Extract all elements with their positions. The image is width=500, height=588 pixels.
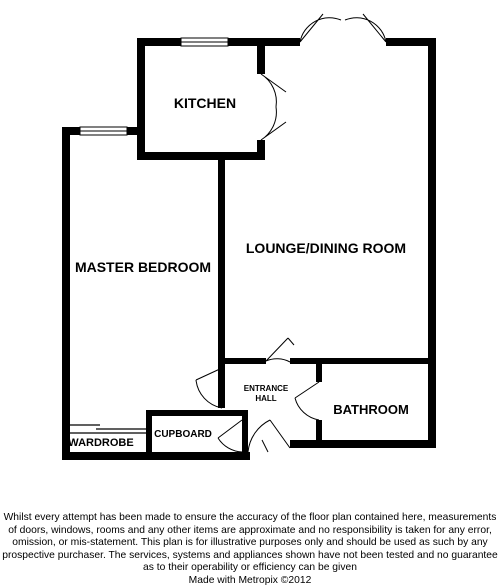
wall-bedroom-right [218, 160, 225, 408]
disclaimer-line: prospective purchaser. The services, sys… [2, 549, 498, 561]
kitchen-door-top [260, 73, 287, 108]
wall-bath-bottom-left [290, 440, 320, 448]
label-master-bedroom: MASTER BEDROOM [75, 259, 211, 275]
label-lounge: LOUNGE/DINING ROOM [246, 240, 406, 256]
bathroom-door [294, 381, 320, 421]
cupboard-door [217, 419, 243, 453]
wall-entrance-bottom [242, 410, 248, 460]
wall-cupboard-top [146, 410, 242, 416]
wall-hall-top-right [290, 358, 436, 364]
windows [79, 37, 229, 136]
entrance-door [247, 419, 291, 453]
wall-bath-left-lower [316, 420, 322, 448]
label-cupboard: CUPBOARD [154, 429, 212, 440]
wall-lounge-right [428, 38, 436, 448]
wall-bath-bottom [290, 440, 436, 448]
wall-bottom [62, 452, 250, 460]
hall-lounge-door [265, 337, 291, 363]
wall-kitchen-top-left [137, 38, 181, 46]
french-door-right [344, 13, 387, 43]
doors [195, 13, 387, 453]
wall-kitchen-right-top [257, 38, 265, 74]
wall-bedroom-top-right [127, 127, 145, 135]
wall-lounge-top-right [386, 38, 436, 46]
label-wardrobe: WARDROBE [68, 437, 133, 449]
hall-bedroom-door [195, 367, 223, 409]
walls [62, 38, 436, 460]
wall-bedroom-top-left [62, 127, 80, 135]
label-bathroom: BATHROOM [333, 402, 409, 417]
disclaimer-line: of doors, windows, rooms and any other i… [8, 524, 492, 536]
label-entrance-1: ENTRANCE [244, 384, 289, 393]
wall-bedroom-left [62, 127, 70, 460]
french-door-left [299, 13, 342, 43]
floor-plan: KITCHEN MASTER BEDROOM LOUNGE/DINING ROO… [62, 13, 436, 460]
kitchen-door-bottom [260, 106, 287, 141]
wall-cupboard-left [146, 410, 152, 460]
disclaimer-line: Made with Metropix ©2012 [188, 574, 312, 586]
wardrobe-doors [67, 424, 146, 452]
disclaimer-line: as to their operability or efficiency ca… [143, 562, 357, 574]
wall-hall-top-left [218, 358, 266, 364]
disclaimer-line: Whilst every attempt has been made to en… [3, 512, 497, 523]
wall-bath-left [316, 358, 322, 382]
wall-kitchen-bottom [137, 152, 265, 160]
wall-kitchen-right-stub [257, 140, 265, 160]
label-entrance-2: HALL [255, 394, 276, 403]
disclaimer-line: omission, or mis-statement. This plan is… [12, 537, 488, 549]
wall-kitchen-left [137, 38, 145, 160]
label-kitchen: KITCHEN [174, 95, 236, 111]
disclaimer: Whilst every attempt has been made to en… [0, 512, 500, 588]
